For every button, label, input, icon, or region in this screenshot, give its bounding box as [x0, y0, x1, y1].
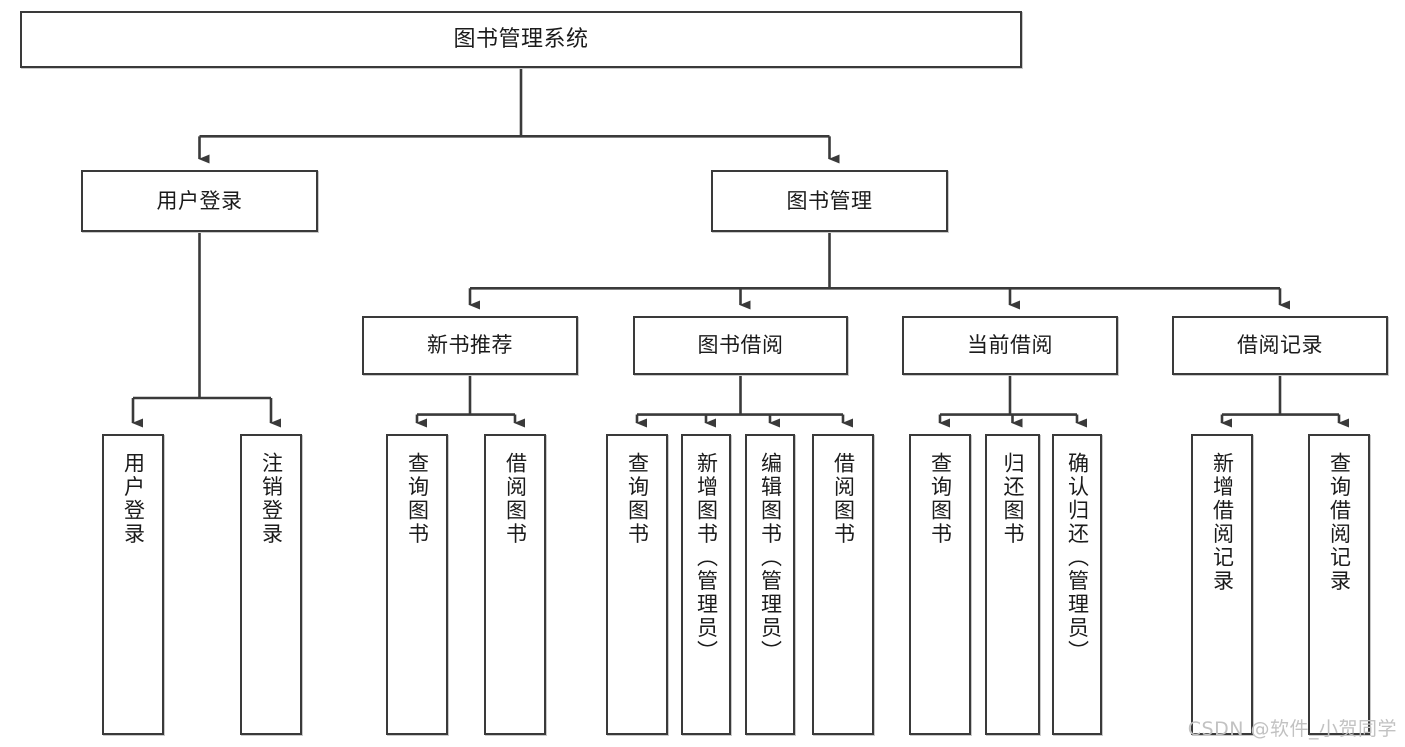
- node-leaf-edit-book-label: 编辑图书（管理员）: [758, 452, 783, 664]
- node-new-book-recommend-label: 新书推荐: [427, 333, 513, 358]
- node-leaf-edit-book[interactable]: 编辑图书（管理员）: [745, 434, 795, 735]
- node-leaf-query-book-1-label: 查询图书: [405, 452, 430, 546]
- node-leaf-query-book-3[interactable]: 查询图书: [909, 434, 971, 735]
- node-user-login[interactable]: 用户登录: [81, 170, 318, 232]
- node-leaf-query-book-3-label: 查询图书: [928, 452, 953, 546]
- node-leaf-user-login[interactable]: 用户登录: [102, 434, 164, 735]
- node-root[interactable]: 图书管理系统: [20, 11, 1022, 68]
- node-leaf-add-record[interactable]: 新增借阅记录: [1191, 434, 1253, 735]
- node-leaf-confirm-return[interactable]: 确认归还（管理员）: [1052, 434, 1102, 735]
- node-book-manage-label: 图书管理: [786, 188, 873, 213]
- node-leaf-add-book-label: 新增图书（管理员）: [694, 452, 719, 664]
- node-current-borrow-label: 当前借阅: [967, 333, 1053, 358]
- node-book-borrow[interactable]: 图书借阅: [633, 316, 848, 375]
- node-leaf-query-book-2[interactable]: 查询图书: [606, 434, 668, 735]
- node-leaf-borrow-book-1[interactable]: 借阅图书: [484, 434, 546, 735]
- node-leaf-add-book[interactable]: 新增图书（管理员）: [681, 434, 731, 735]
- node-leaf-borrow-book-2[interactable]: 借阅图书: [812, 434, 874, 735]
- node-new-book-recommend[interactable]: 新书推荐: [362, 316, 578, 375]
- node-leaf-query-record[interactable]: 查询借阅记录: [1308, 434, 1370, 735]
- node-borrow-record[interactable]: 借阅记录: [1172, 316, 1388, 375]
- node-root-label: 图书管理系统: [453, 26, 589, 52]
- node-leaf-return-book[interactable]: 归还图书: [985, 434, 1040, 735]
- node-user-login-label: 用户登录: [156, 188, 243, 213]
- node-leaf-query-book-1[interactable]: 查询图书: [386, 434, 448, 735]
- node-borrow-record-label: 借阅记录: [1237, 333, 1323, 358]
- node-leaf-user-login-label: 用户登录: [121, 452, 146, 546]
- node-leaf-user-logout-label: 注销登录: [259, 452, 284, 546]
- node-leaf-query-book-2-label: 查询图书: [625, 452, 650, 546]
- watermark: CSDN @软件_小贺同学: [1187, 718, 1397, 740]
- node-leaf-query-record-label: 查询借阅记录: [1327, 452, 1352, 593]
- node-book-manage[interactable]: 图书管理: [711, 170, 948, 232]
- node-leaf-confirm-return-label: 确认归还（管理员）: [1065, 452, 1090, 664]
- node-book-borrow-label: 图书借阅: [697, 333, 784, 358]
- node-leaf-borrow-book-1-label: 借阅图书: [503, 452, 528, 546]
- node-leaf-return-book-label: 归还图书: [1001, 452, 1025, 546]
- node-leaf-user-logout[interactable]: 注销登录: [240, 434, 302, 735]
- node-leaf-borrow-book-2-label: 借阅图书: [831, 452, 856, 546]
- node-leaf-add-record-label: 新增借阅记录: [1210, 452, 1235, 593]
- node-current-borrow[interactable]: 当前借阅: [902, 316, 1118, 375]
